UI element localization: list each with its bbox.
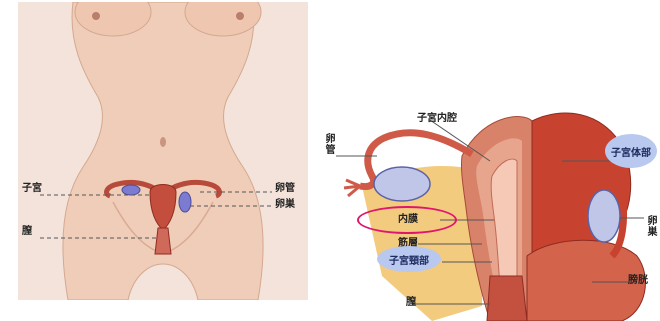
label-endometrium: 内膜	[398, 215, 418, 225]
right-ovary	[179, 192, 191, 212]
left-ovary	[122, 185, 140, 195]
left-nipple	[92, 12, 100, 20]
torso-diagram-panel: 子宮 膣 卵管 卵巣	[18, 2, 308, 300]
label-uterine-body: 子宮体部	[611, 144, 651, 159]
fimbria	[344, 180, 360, 196]
vagina-shape	[155, 228, 171, 254]
left-ovary-section	[374, 167, 430, 201]
label-vagina-section: 膣	[406, 298, 416, 308]
label-bladder: 膀胱	[628, 276, 648, 286]
torso-illustration	[18, 2, 308, 300]
navel	[160, 137, 166, 147]
uterine-body-highlight-pill: 子宮体部	[605, 134, 657, 168]
cervix-shape	[487, 276, 527, 321]
body-silhouette	[63, 2, 263, 300]
right-ovary-section	[588, 190, 620, 242]
label-uterus: 子宮	[22, 184, 42, 194]
uterus-section-panel: 子宮内腔 卵管 内膜 筋層 子宮頸部 膣 子宮体部 卵巣 膀胱	[322, 106, 660, 321]
right-nipple	[236, 12, 244, 20]
label-fallopian-tube-section: 卵管	[325, 134, 336, 156]
label-ovary: 卵巣	[275, 200, 295, 210]
label-endometrium-cavity: 子宮内腔	[417, 114, 457, 124]
label-cervix: 子宮頸部	[389, 252, 429, 267]
label-fallopian-tube: 卵管	[275, 184, 295, 194]
label-ovary-section: 卵巣	[647, 216, 658, 238]
cervix-highlight-pill: 子宮頸部	[377, 246, 441, 272]
label-vagina: 膣	[22, 227, 32, 237]
